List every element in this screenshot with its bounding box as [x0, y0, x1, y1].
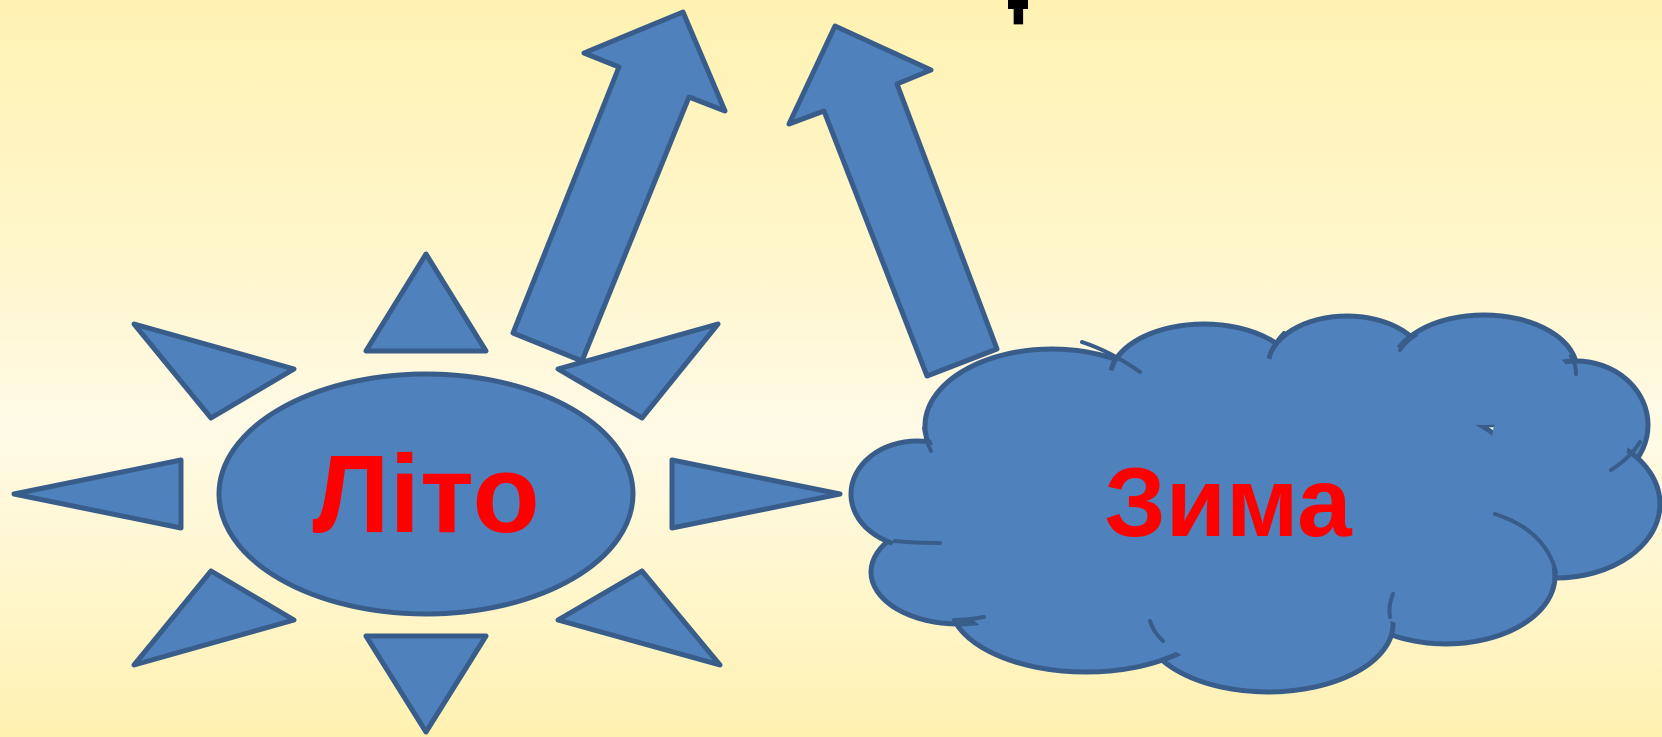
sun-ray-bottom	[363, 633, 489, 735]
sun-icon	[11, 251, 843, 735]
sun-ray-top	[363, 251, 489, 354]
cloud-icon	[848, 312, 1662, 695]
sun-ray-top-left	[131, 321, 297, 421]
sun-body	[216, 371, 636, 617]
sun-ray-top-right	[555, 321, 721, 421]
summer-label: Літо	[312, 433, 539, 556]
arrow-up-left	[786, 23, 1000, 379]
winter-label: Зима	[1104, 447, 1353, 557]
sun-ray-right	[669, 457, 843, 531]
sun-ray-bottom-left	[131, 568, 297, 668]
sun-ray-bottom-right	[555, 568, 723, 668]
top-text-fragment-bar	[1008, 0, 1028, 9]
sun-ray-left	[11, 457, 184, 531]
arrow-up-right	[510, 9, 728, 364]
